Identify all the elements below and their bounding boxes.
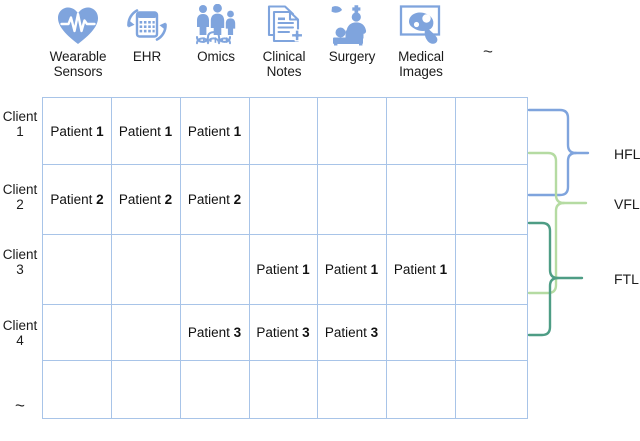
cell-text: Patient 1: [256, 261, 310, 277]
row-label-line1: ~: [15, 396, 25, 415]
cell-text: Patient 3: [324, 324, 379, 340]
ultrasound-scan-icon: [382, 2, 460, 46]
row-label-line2: 1: [16, 124, 24, 139]
column-label-line2: Notes: [266, 64, 302, 79]
column-header-wearable-sensors: Wearable Sensors: [39, 2, 117, 79]
cell-text: Patient 3: [256, 324, 310, 340]
data-partition-grid: Patient 1 Patient 1 Patient 1 Patient 2 …: [42, 97, 528, 419]
row-label-line2: 4: [16, 333, 24, 348]
cell-client-4-omics: Patient 3: [180, 304, 249, 360]
grid-row-divider: [43, 360, 527, 362]
ftl-bracket: [527, 221, 584, 337]
cell-text: Patient 1: [324, 261, 379, 277]
cell-client-2-omics: Patient 2: [180, 164, 249, 234]
column-header-ehr: EHR: [108, 2, 186, 64]
cell-text: Patient 1: [187, 123, 242, 139]
row-label-client-2: Client 2: [0, 182, 40, 212]
grid-col-divider: [111, 98, 113, 418]
row-label-line1: Client: [2, 247, 38, 262]
grid-col-divider: [249, 98, 251, 418]
cell-text: Patient 2: [118, 191, 173, 207]
legend-label-ftl: FTL: [614, 271, 639, 287]
cell-client-2-ehr: Patient 2: [111, 164, 180, 234]
documents-plus-icon: [245, 2, 323, 46]
row-label-client-3: Client 3: [0, 247, 40, 277]
legend-label-hfl: HFL: [614, 146, 640, 162]
surgery-icon: [313, 2, 391, 46]
row-label-client-1: Client 1: [0, 109, 40, 139]
grid-row-divider: [43, 304, 527, 306]
row-label-line1: Client: [2, 318, 38, 333]
column-label-line1: Wearable: [49, 49, 107, 64]
cell-text: Patient 1: [393, 261, 448, 277]
column-label-line1: Medical: [398, 49, 444, 64]
column-label-line2: Sensors: [53, 64, 103, 79]
column-ellipsis-tilde: ~: [483, 42, 493, 61]
grid-col-divider: [386, 98, 388, 418]
family-dna-icon: [177, 2, 255, 46]
row-label-client-more: ~: [0, 396, 40, 415]
column-header-surgery: Surgery: [313, 2, 391, 64]
cell-client-2-wearable-sensors: Patient 2: [43, 164, 111, 234]
row-label-line2: 2: [16, 197, 24, 212]
column-label-line2: Images: [399, 64, 443, 79]
cell-client-4-clinical-notes: Patient 3: [249, 304, 317, 360]
column-label-line1: EHR: [132, 49, 162, 64]
calendar-refresh-icon: [108, 2, 186, 46]
grid-row-divider: [43, 234, 527, 236]
hfl-bracket: [527, 108, 590, 197]
row-label-client-4: Client 4: [0, 318, 40, 348]
cell-text: Patient 1: [118, 123, 173, 139]
column-label-line1: Clinical: [262, 49, 306, 64]
cell-client-4-surgery: Patient 3: [317, 304, 386, 360]
legend-label-vfl: VFL: [614, 196, 640, 212]
row-label-line1: Client: [2, 182, 38, 197]
cell-client-3-clinical-notes: Patient 1: [249, 234, 317, 304]
grid-col-divider: [455, 98, 457, 418]
row-label-line2: 3: [16, 262, 24, 277]
cell-client-3-medical-images: Patient 1: [386, 234, 455, 304]
cell-client-1-omics: Patient 1: [180, 98, 249, 164]
cell-text: Patient 2: [187, 191, 242, 207]
column-header-clinical-notes: Clinical Notes: [245, 2, 323, 79]
grid-row-divider: [43, 164, 527, 166]
federated-learning-brackets: [520, 90, 640, 370]
cell-text: Patient 2: [50, 191, 104, 207]
cell-text: Patient 3: [187, 324, 242, 340]
column-header-medical-images: Medical Images: [382, 2, 460, 79]
column-label-line1: Omics: [197, 49, 235, 64]
cell-client-1-ehr: Patient 1: [111, 98, 180, 164]
row-label-line1: Client: [2, 109, 38, 124]
cell-client-3-surgery: Patient 1: [317, 234, 386, 304]
column-label-line1: Surgery: [328, 49, 376, 64]
column-header-omics: Omics: [177, 2, 255, 64]
cell-client-1-wearable-sensors: Patient 1: [43, 98, 111, 164]
grid-col-divider: [317, 98, 319, 418]
cell-text: Patient 1: [50, 123, 104, 139]
grid-col-divider: [180, 98, 182, 418]
heart-ecg-icon: [39, 2, 117, 46]
